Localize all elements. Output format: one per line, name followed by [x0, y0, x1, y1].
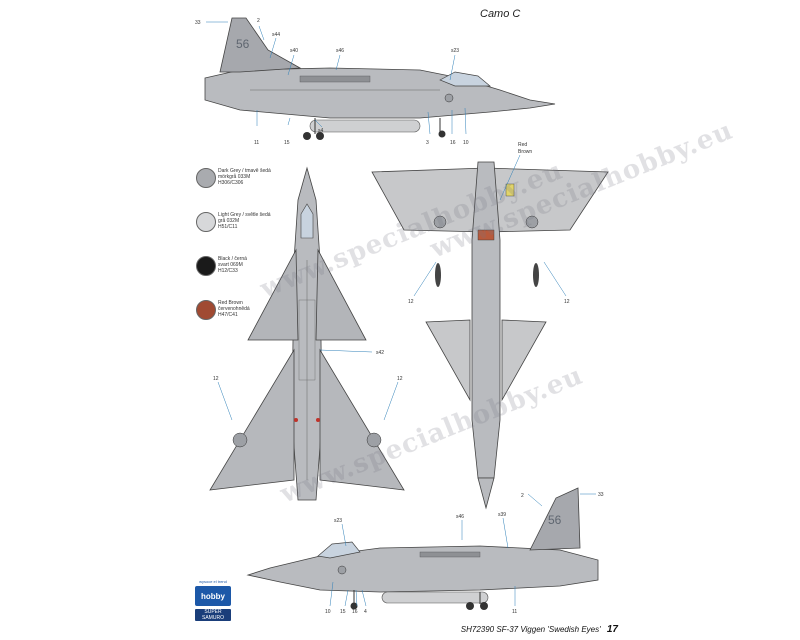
callout-s44: s44: [272, 32, 280, 38]
callout-33-top: 33: [195, 20, 201, 26]
tail-code-bottom: 56: [548, 513, 562, 527]
swatch-light-grey: [196, 212, 216, 232]
callout-15-bottom: 15: [340, 609, 346, 615]
callout-brown: Brown: [518, 149, 532, 155]
side-view-bottom: 56 2 33 s23 s46 s39 10 15 16 4 11: [246, 487, 604, 615]
callout-s23-top: s23: [451, 48, 459, 54]
callout-16-top: 16: [450, 140, 456, 146]
legend-item-red-brown: Red Brown červenohnědá H47/C41: [196, 300, 296, 344]
callout-11-bottom: 11: [512, 609, 517, 615]
callout-s39: s39: [498, 512, 506, 518]
swatch-black: [196, 256, 216, 276]
plan-view-top: s42 12 12: [209, 166, 405, 501]
legend-item-black: Black / černá svart 069M H12/C33: [196, 256, 296, 300]
paint-legend: Dark Grey / tmavě šedá mörkgrå 033M H306…: [196, 168, 296, 344]
callout-s46-top: s46: [336, 48, 344, 54]
page-footer: SH72390 SF-37 Viggen 'Swedish Eyes' 17: [461, 624, 618, 635]
callout-12-plan-left: 12: [213, 376, 219, 382]
hobby-logo: wysoce el trend hobby: [195, 579, 231, 606]
callout-12-plan-right: 12: [397, 376, 403, 382]
side-view-top: 56 33 2 s44 s40 s46 s23 11: [195, 17, 556, 146]
footer-caption: SH72390 SF-37 Viggen 'Swedish Eyes': [460, 625, 601, 634]
callout-red: Red: [518, 142, 527, 148]
callout-s46-bottom: s46: [456, 514, 464, 520]
callout-15-top: 15: [284, 140, 290, 146]
legend-item-light-grey: Light Grey / světle šedá grå 032M H51/C1…: [196, 212, 296, 256]
swatch-dark-grey: [196, 168, 216, 188]
callout-12-bottom-left: 12: [408, 299, 414, 305]
callout-10-bottom: 10: [325, 609, 331, 615]
callout-2-bottom: 2: [521, 493, 524, 499]
callout-12-bottom-right: 12: [564, 299, 570, 305]
callout-4: 4: [364, 609, 367, 615]
callout-10-top: 10: [463, 140, 469, 146]
page-number: 17: [606, 624, 618, 635]
tail-code-top: 56: [236, 37, 250, 51]
camo-label: Camo C: [480, 8, 521, 20]
callout-11-top: 11: [254, 140, 259, 146]
bottom-view: Red Brown 12 12: [371, 142, 609, 510]
super-samuro-logo: SUPER SAMURO: [195, 609, 231, 621]
callout-16-bottom: 16: [352, 609, 358, 615]
legend-item-dark-grey: Dark Grey / tmavě šedá mörkgrå 033M H306…: [196, 168, 296, 212]
callout-2-top: 2: [257, 18, 260, 24]
callout-33-bottom: 33: [598, 492, 604, 498]
callout-s4: s4: [318, 128, 324, 134]
callout-s40: s40: [290, 48, 298, 54]
callout-s23-bottom: s23: [334, 518, 342, 524]
callout-s42: s42: [376, 350, 384, 356]
callout-3: 3: [426, 140, 429, 146]
swatch-red-brown: [196, 300, 216, 320]
